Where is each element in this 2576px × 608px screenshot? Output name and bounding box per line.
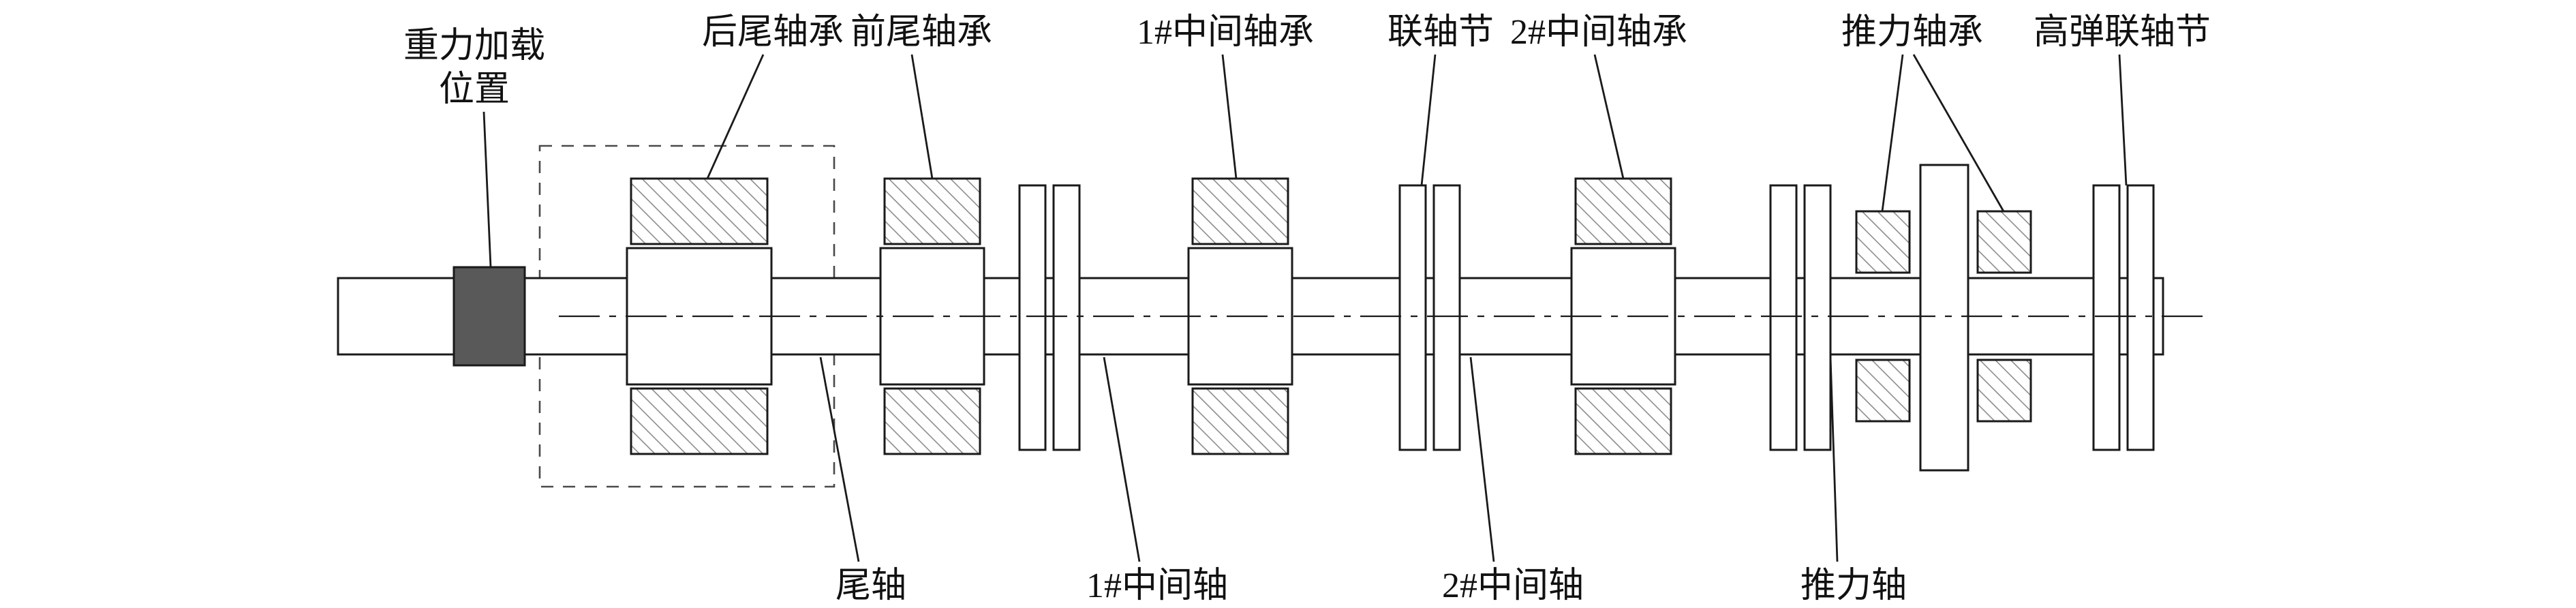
leader-stern-shaft — [819, 356, 860, 562]
leader-gravity-load — [482, 111, 492, 268]
coupling-1-flange-right — [1052, 184, 1081, 451]
intermediate-bearing-1-pad-bottom — [1191, 387, 1289, 455]
label-intermediate-shaft-1: 1#中间轴 — [1086, 566, 1228, 605]
coupling-3-flange-right — [1803, 184, 1832, 451]
label-intermediate-bearing-1: 1#中间轴承 — [1137, 13, 1314, 52]
leader-thrust-bearing-left — [1881, 54, 1904, 212]
leader-thrust-shaft — [1829, 356, 1839, 562]
label-stern-shaft: 尾轴 — [835, 566, 906, 605]
coupling-2-flange-right — [1432, 184, 1461, 451]
label-coupling: 联轴节 — [1387, 13, 1494, 52]
elastic-coupling-flange-left — [2092, 184, 2121, 451]
label-intermediate-bearing-2: 2#中间轴承 — [1510, 13, 1687, 52]
leader-intermediate-bearing-2 — [1593, 54, 1625, 179]
intermediate-bearing-1-pad-top — [1191, 177, 1289, 245]
label-aft-stern-bearing: 后尾轴承 — [702, 13, 844, 52]
leader-intermediate-shaft-2 — [1469, 356, 1495, 562]
leader-thrust-bearing-right — [1912, 54, 2005, 212]
thrust-bearing-pad-left-top — [1855, 210, 1911, 274]
label-high-elastic-coupling: 高弹联轴节 — [2034, 13, 2211, 52]
coupling-2-flange-left — [1398, 184, 1427, 451]
label-gravity-load-line2: 位置 — [439, 70, 510, 109]
label-forward-stern-bearing: 前尾轴承 — [850, 13, 992, 52]
gravity-load-block — [453, 266, 526, 367]
thrust-collar-flange — [1919, 164, 1969, 472]
intermediate-bearing-2-pad-top — [1574, 177, 1672, 245]
elastic-coupling-flange-right — [2126, 184, 2155, 451]
thrust-bearing-pad-right-top — [1976, 210, 2032, 274]
leader-coupling — [1420, 54, 1437, 186]
thrust-bearing-pad-left-bottom — [1855, 359, 1911, 423]
leader-intermediate-bearing-1 — [1221, 54, 1238, 179]
shaft-left-end — [337, 277, 455, 356]
leader-forward-stern-bearing — [910, 54, 934, 179]
forward-stern-bearing-pad-bottom — [883, 387, 981, 455]
label-thrust-shaft: 推力轴 — [1800, 566, 1907, 605]
leader-intermediate-shaft-1 — [1103, 356, 1141, 562]
label-intermediate-shaft-2: 2#中间轴 — [1442, 566, 1584, 605]
thrust-bearing-pad-right-bottom — [1976, 359, 2032, 423]
leader-high-elastic-coupling — [2118, 54, 2128, 186]
label-thrust-bearing: 推力轴承 — [1841, 13, 1983, 52]
forward-stern-bearing-pad-top — [883, 177, 981, 245]
intermediate-bearing-2-pad-bottom — [1574, 387, 1672, 455]
aft-stern-bearing-pad-top — [630, 177, 769, 245]
leader-aft-stern-bearing — [706, 54, 765, 179]
coupling-3-flange-left — [1769, 184, 1798, 451]
coupling-1-flange-left — [1018, 184, 1047, 451]
aft-stern-bearing-pad-bottom — [630, 387, 769, 455]
label-gravity-load-line1: 重力加载 — [403, 27, 545, 65]
